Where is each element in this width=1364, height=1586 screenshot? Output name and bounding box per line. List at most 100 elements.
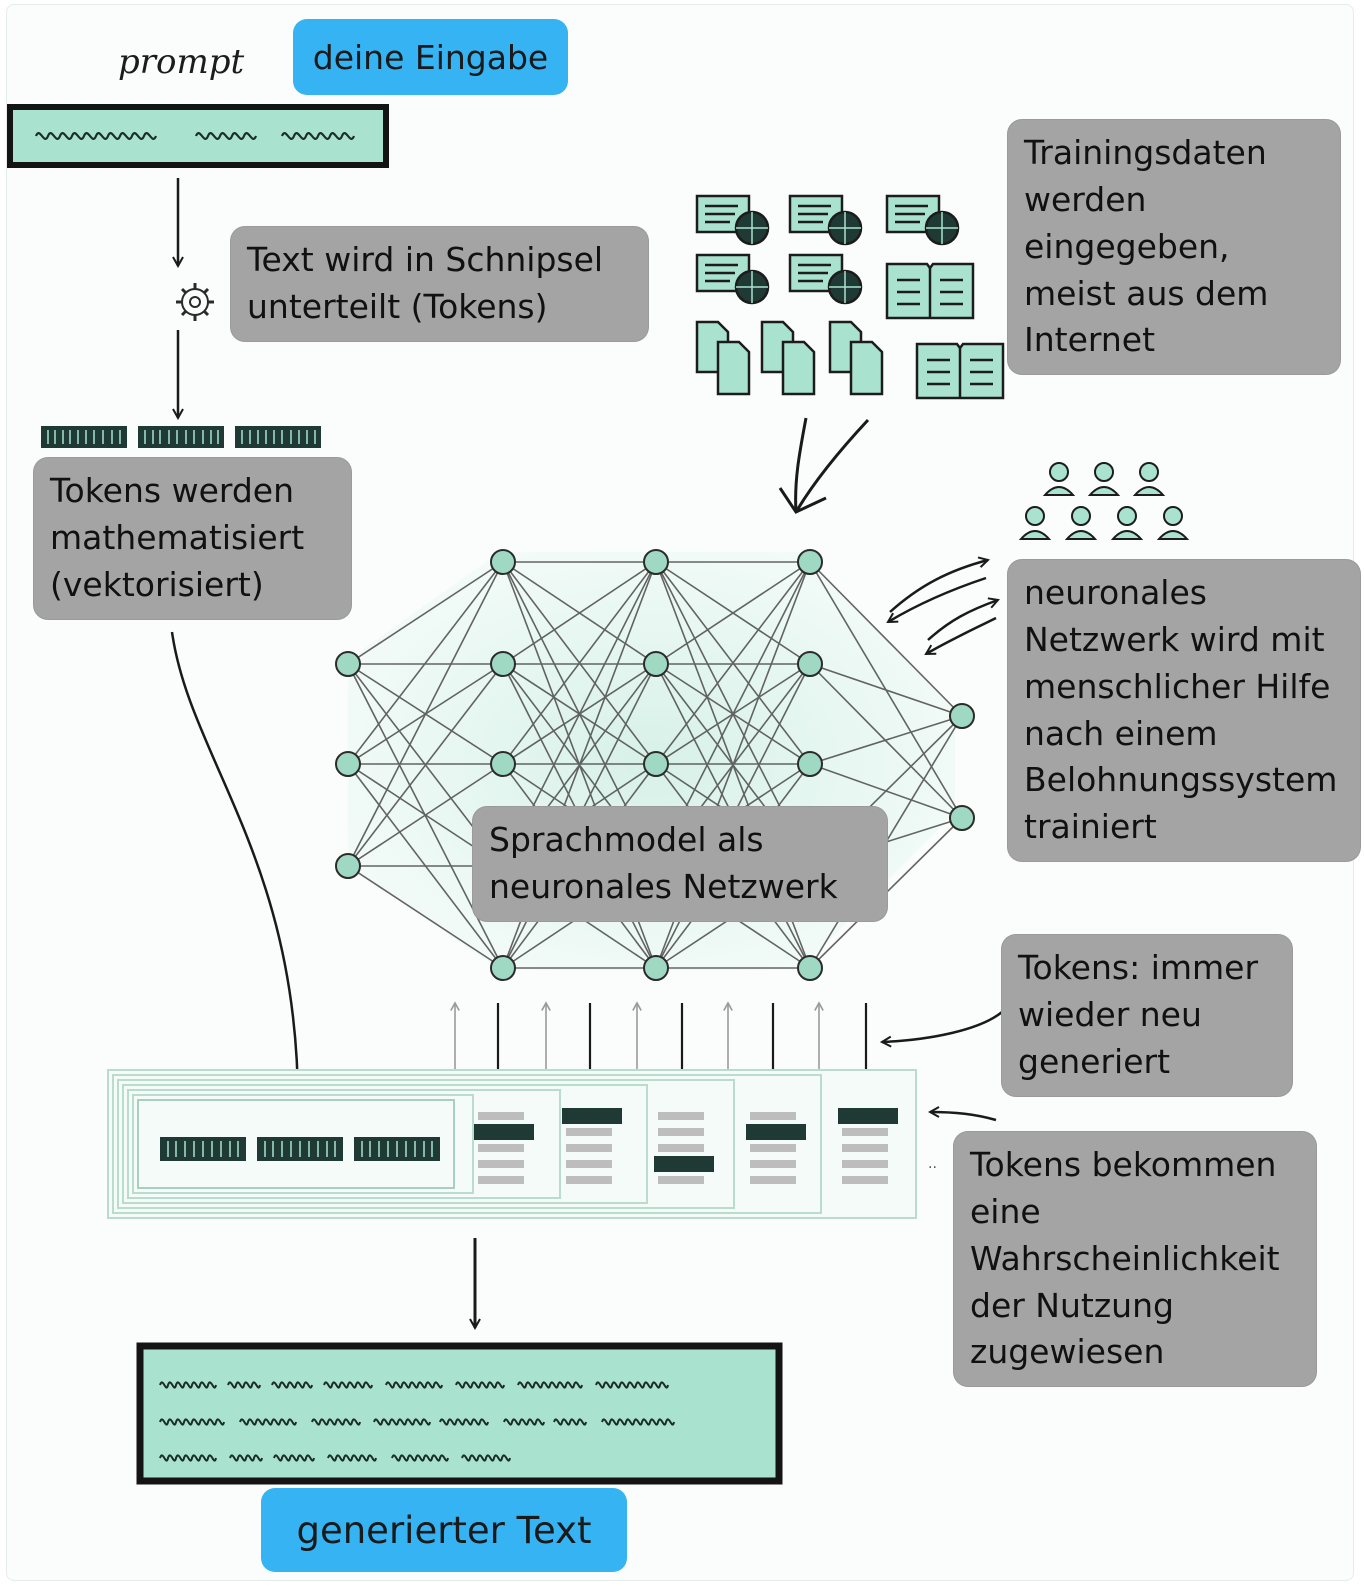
prompt-input-bar bbox=[7, 104, 389, 168]
network-node bbox=[643, 955, 669, 981]
training-arrow bbox=[794, 417, 808, 513]
selected-token bbox=[562, 1108, 622, 1124]
person-icon bbox=[1132, 462, 1166, 496]
placeholder-text-squiggle bbox=[239, 1418, 297, 1426]
document-stack-icon bbox=[828, 320, 884, 396]
placeholder-text-squiggle bbox=[439, 1418, 489, 1426]
candidate-token bbox=[842, 1176, 888, 1184]
candidate-stack bbox=[746, 1112, 806, 1184]
person-icon bbox=[1156, 506, 1190, 540]
network-node bbox=[949, 805, 975, 831]
placeholder-text-squiggle bbox=[553, 1418, 587, 1426]
network-edge bbox=[347, 561, 504, 765]
note-human-feedback: neuronales Netzwerk wird mit menschliche… bbox=[1008, 560, 1360, 862]
network-node bbox=[643, 651, 669, 677]
note-language-model: Sprachmodel als neuronales Netzwerk bbox=[473, 807, 887, 921]
arrow-vectors-to-context bbox=[170, 631, 298, 1112]
placeholder-text-squiggle bbox=[517, 1381, 583, 1389]
note-vectorize: Tokens werden mathematisiert (vektorisie… bbox=[34, 458, 351, 619]
person-icon bbox=[1087, 462, 1121, 496]
network-node bbox=[643, 549, 669, 575]
person-icon bbox=[1064, 506, 1098, 540]
feedback-arrows bbox=[888, 560, 998, 656]
token-bars bbox=[41, 426, 321, 448]
network-edge bbox=[809, 561, 963, 717]
output-chip: generierter Text bbox=[261, 1488, 627, 1572]
output-text-box bbox=[136, 1342, 783, 1485]
network-node bbox=[797, 751, 823, 777]
network-node bbox=[797, 955, 823, 981]
candidate-token bbox=[658, 1112, 704, 1120]
network-edge bbox=[655, 561, 811, 765]
network-edge bbox=[347, 763, 504, 867]
candidate-token bbox=[566, 1128, 612, 1136]
note-training-data: Trainingsdaten werden eingegeben, meist … bbox=[1008, 120, 1340, 375]
candidate-token-stacks bbox=[474, 1108, 898, 1184]
placeholder-text-squiggle bbox=[273, 1454, 315, 1462]
candidate-token bbox=[478, 1112, 524, 1120]
candidate-token bbox=[842, 1128, 888, 1136]
open-book-icon bbox=[915, 342, 1005, 400]
document-stack-icon bbox=[695, 320, 751, 396]
web-document-icon bbox=[788, 253, 863, 305]
training-data-icons bbox=[695, 194, 1005, 400]
candidate-token bbox=[566, 1160, 612, 1168]
placeholder-text-squiggle bbox=[159, 1454, 217, 1462]
candidate-token bbox=[750, 1176, 796, 1184]
placeholder-text-squiggle bbox=[373, 1418, 431, 1426]
placeholder-text-squiggle bbox=[503, 1418, 545, 1426]
placeholder-text-squiggle bbox=[461, 1454, 511, 1462]
placeholder-text-squiggle bbox=[159, 1418, 225, 1426]
selected-token bbox=[474, 1124, 534, 1140]
network-edge bbox=[347, 865, 504, 969]
document-stack-icon bbox=[760, 320, 816, 396]
note-regenerate: Tokens: immer wieder neu generiert bbox=[1002, 935, 1292, 1096]
network-node bbox=[490, 651, 516, 677]
context-tokens bbox=[160, 1137, 440, 1161]
network-node bbox=[797, 651, 823, 677]
person-icon bbox=[1110, 506, 1144, 540]
web-document-icon bbox=[695, 194, 770, 246]
people-icons bbox=[1018, 462, 1190, 540]
placeholder-text-squiggle bbox=[595, 1381, 669, 1389]
candidate-stack bbox=[838, 1108, 898, 1184]
placeholder-text-squiggle bbox=[327, 1454, 377, 1462]
training-arrowhead bbox=[778, 418, 870, 514]
person-icon bbox=[1018, 506, 1052, 540]
candidate-token bbox=[842, 1144, 888, 1152]
open-book-icon bbox=[885, 262, 975, 320]
placeholder-text-squiggle bbox=[271, 1381, 313, 1389]
web-document-icon bbox=[885, 194, 960, 246]
selected-token bbox=[838, 1108, 898, 1124]
network-node bbox=[490, 549, 516, 575]
gear-icon bbox=[176, 283, 214, 321]
arrow-probability bbox=[930, 1112, 997, 1122]
network-edge bbox=[347, 561, 504, 665]
candidate-token bbox=[566, 1176, 612, 1184]
network-node bbox=[490, 955, 516, 981]
placeholder-text-squiggle bbox=[227, 1381, 261, 1389]
selected-token bbox=[654, 1156, 714, 1172]
placeholder-text-squiggle bbox=[323, 1381, 373, 1389]
network-node bbox=[335, 751, 361, 777]
network-edge bbox=[655, 561, 811, 665]
placeholder-text-squiggle bbox=[311, 1418, 361, 1426]
person-icon bbox=[1042, 462, 1076, 496]
candidate-token bbox=[658, 1176, 704, 1184]
network-edge bbox=[809, 663, 963, 819]
network-edge bbox=[502, 561, 657, 665]
candidate-stack bbox=[654, 1112, 714, 1184]
network-node bbox=[335, 651, 361, 677]
placeholder-text-squiggle bbox=[601, 1418, 675, 1426]
placeholder-text-squiggle bbox=[385, 1381, 443, 1389]
note-probability: Tokens bekommen eine Wahrscheinlichkeit … bbox=[954, 1132, 1316, 1387]
candidate-stack bbox=[562, 1108, 622, 1184]
arrow-regenerate bbox=[882, 1011, 1003, 1042]
prompt-word: prompt bbox=[118, 42, 245, 82]
svg-text:··: ·· bbox=[928, 1160, 937, 1176]
placeholder-text-squiggle bbox=[455, 1381, 505, 1389]
candidate-token bbox=[750, 1144, 796, 1152]
candidate-token bbox=[478, 1176, 524, 1184]
candidate-token bbox=[842, 1160, 888, 1168]
candidate-token bbox=[750, 1160, 796, 1168]
